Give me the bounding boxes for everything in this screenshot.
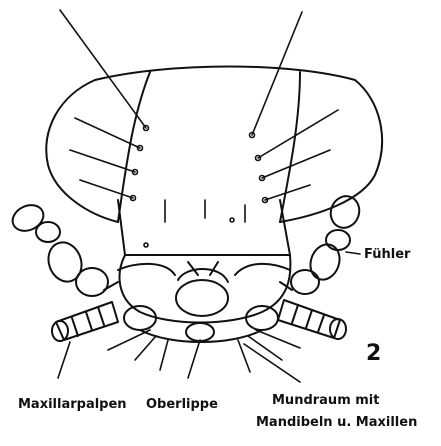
label-upper-lip: Oberlippe [146, 397, 218, 412]
maxillary-palp-right [278, 300, 346, 339]
head-capsule [46, 67, 382, 223]
maxillary-palp-left [52, 302, 118, 341]
label-maxillary-palps: Maxillarpalpen [18, 397, 127, 412]
upper-lip-shape [176, 280, 228, 316]
label-mouth-line2: Mandibeln u. Maxillen [256, 415, 417, 430]
figure-number: 2 [366, 341, 381, 366]
label-antenna: Fühler [364, 247, 411, 262]
head-inner-right [280, 72, 300, 222]
antenna-left [8, 200, 118, 296]
label-mouth-line1: Mundraum mit [272, 393, 379, 408]
frons-setae-left [60, 10, 149, 247]
mouth-setae [108, 330, 300, 372]
mouthparts [118, 255, 290, 342]
antenna-right [280, 192, 364, 294]
frons-setae-right [230, 12, 338, 222]
frons-plate [118, 200, 290, 255]
